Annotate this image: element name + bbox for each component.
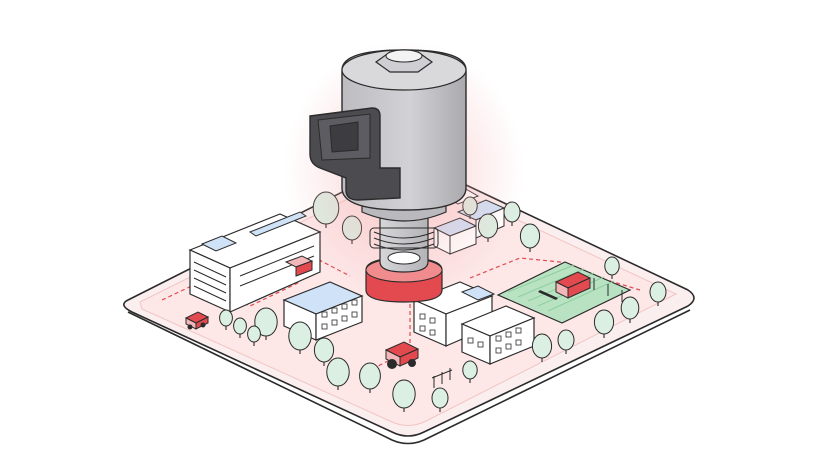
trees	[219, 191, 667, 412]
tree	[247, 325, 261, 346]
tree	[604, 256, 620, 279]
tree	[313, 337, 335, 366]
tree	[431, 387, 449, 412]
tree	[462, 360, 478, 383]
tree	[531, 333, 553, 362]
tree	[254, 307, 278, 340]
forklift-icon	[184, 311, 210, 330]
fence-icon	[431, 278, 623, 388]
tree	[593, 309, 615, 338]
tree	[219, 309, 233, 330]
solenoid-valve-icon	[309, 49, 467, 303]
tree	[392, 379, 416, 412]
office-building-right	[412, 281, 536, 365]
office-building-left	[188, 211, 322, 313]
tree	[519, 223, 541, 252]
loading-dock	[284, 255, 314, 277]
tree	[620, 296, 640, 323]
tree	[649, 281, 667, 306]
tree	[557, 329, 575, 354]
tree	[326, 357, 350, 390]
tree	[233, 317, 247, 338]
harvester-icon	[538, 271, 592, 300]
tree	[359, 362, 381, 393]
tractor-icon	[384, 341, 420, 369]
tree	[288, 321, 312, 354]
connector-plug-icon	[309, 107, 401, 201]
